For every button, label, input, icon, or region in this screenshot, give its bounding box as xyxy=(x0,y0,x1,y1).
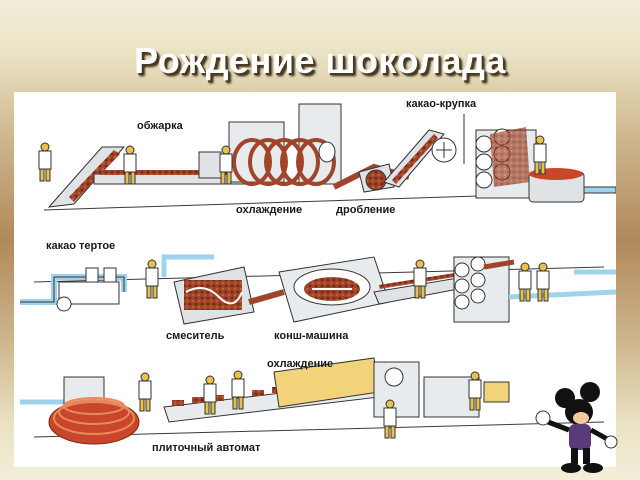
worker-icon xyxy=(413,259,427,299)
spiral-cooler xyxy=(228,103,342,186)
mixer xyxy=(161,254,255,325)
worker-icon xyxy=(203,375,217,415)
label-tile-machine: плиточный автомат xyxy=(152,442,261,454)
label-mixer: смеситель xyxy=(166,330,225,342)
label-crushing: дробление xyxy=(336,204,396,216)
workers xyxy=(38,135,550,439)
worker-icon xyxy=(219,145,233,185)
worker-icon xyxy=(536,262,550,302)
worker-icon xyxy=(468,371,482,411)
label-roasting: обжарка xyxy=(137,120,183,132)
elevator xyxy=(383,129,457,188)
worker-icon xyxy=(518,262,532,302)
worker-icon xyxy=(231,370,245,410)
slide-title: Рождение шоколада xyxy=(134,40,506,81)
conche-machine xyxy=(248,256,390,323)
tempering-coil xyxy=(48,376,140,445)
mascot-character-image xyxy=(535,382,618,473)
production-line-illustration xyxy=(20,103,616,445)
roller-mill xyxy=(475,127,537,199)
row-2-conching-line xyxy=(20,254,616,325)
worker-icon xyxy=(38,142,52,182)
liquor-tank xyxy=(528,168,616,203)
worker-icon xyxy=(383,399,397,439)
row-3-molding-line xyxy=(20,357,605,445)
row-1-roasting-line xyxy=(43,103,616,211)
production-diagram: обжарка какао-крупка охлаждение дроблени… xyxy=(14,92,616,467)
label-cacao-nibs: какао-крупка xyxy=(406,98,477,110)
label-cooling-1: охлаждение xyxy=(236,204,303,216)
label-cocoa-liquor: какао тертое xyxy=(46,240,116,252)
label-conche: конш-машина xyxy=(274,330,349,342)
worker-icon xyxy=(145,259,159,299)
worker-icon xyxy=(138,372,152,412)
label-cooling-2: охлаждение xyxy=(267,358,334,370)
worker-icon xyxy=(123,145,137,185)
worker-icon xyxy=(533,135,547,175)
refiner-rollers xyxy=(453,256,515,323)
